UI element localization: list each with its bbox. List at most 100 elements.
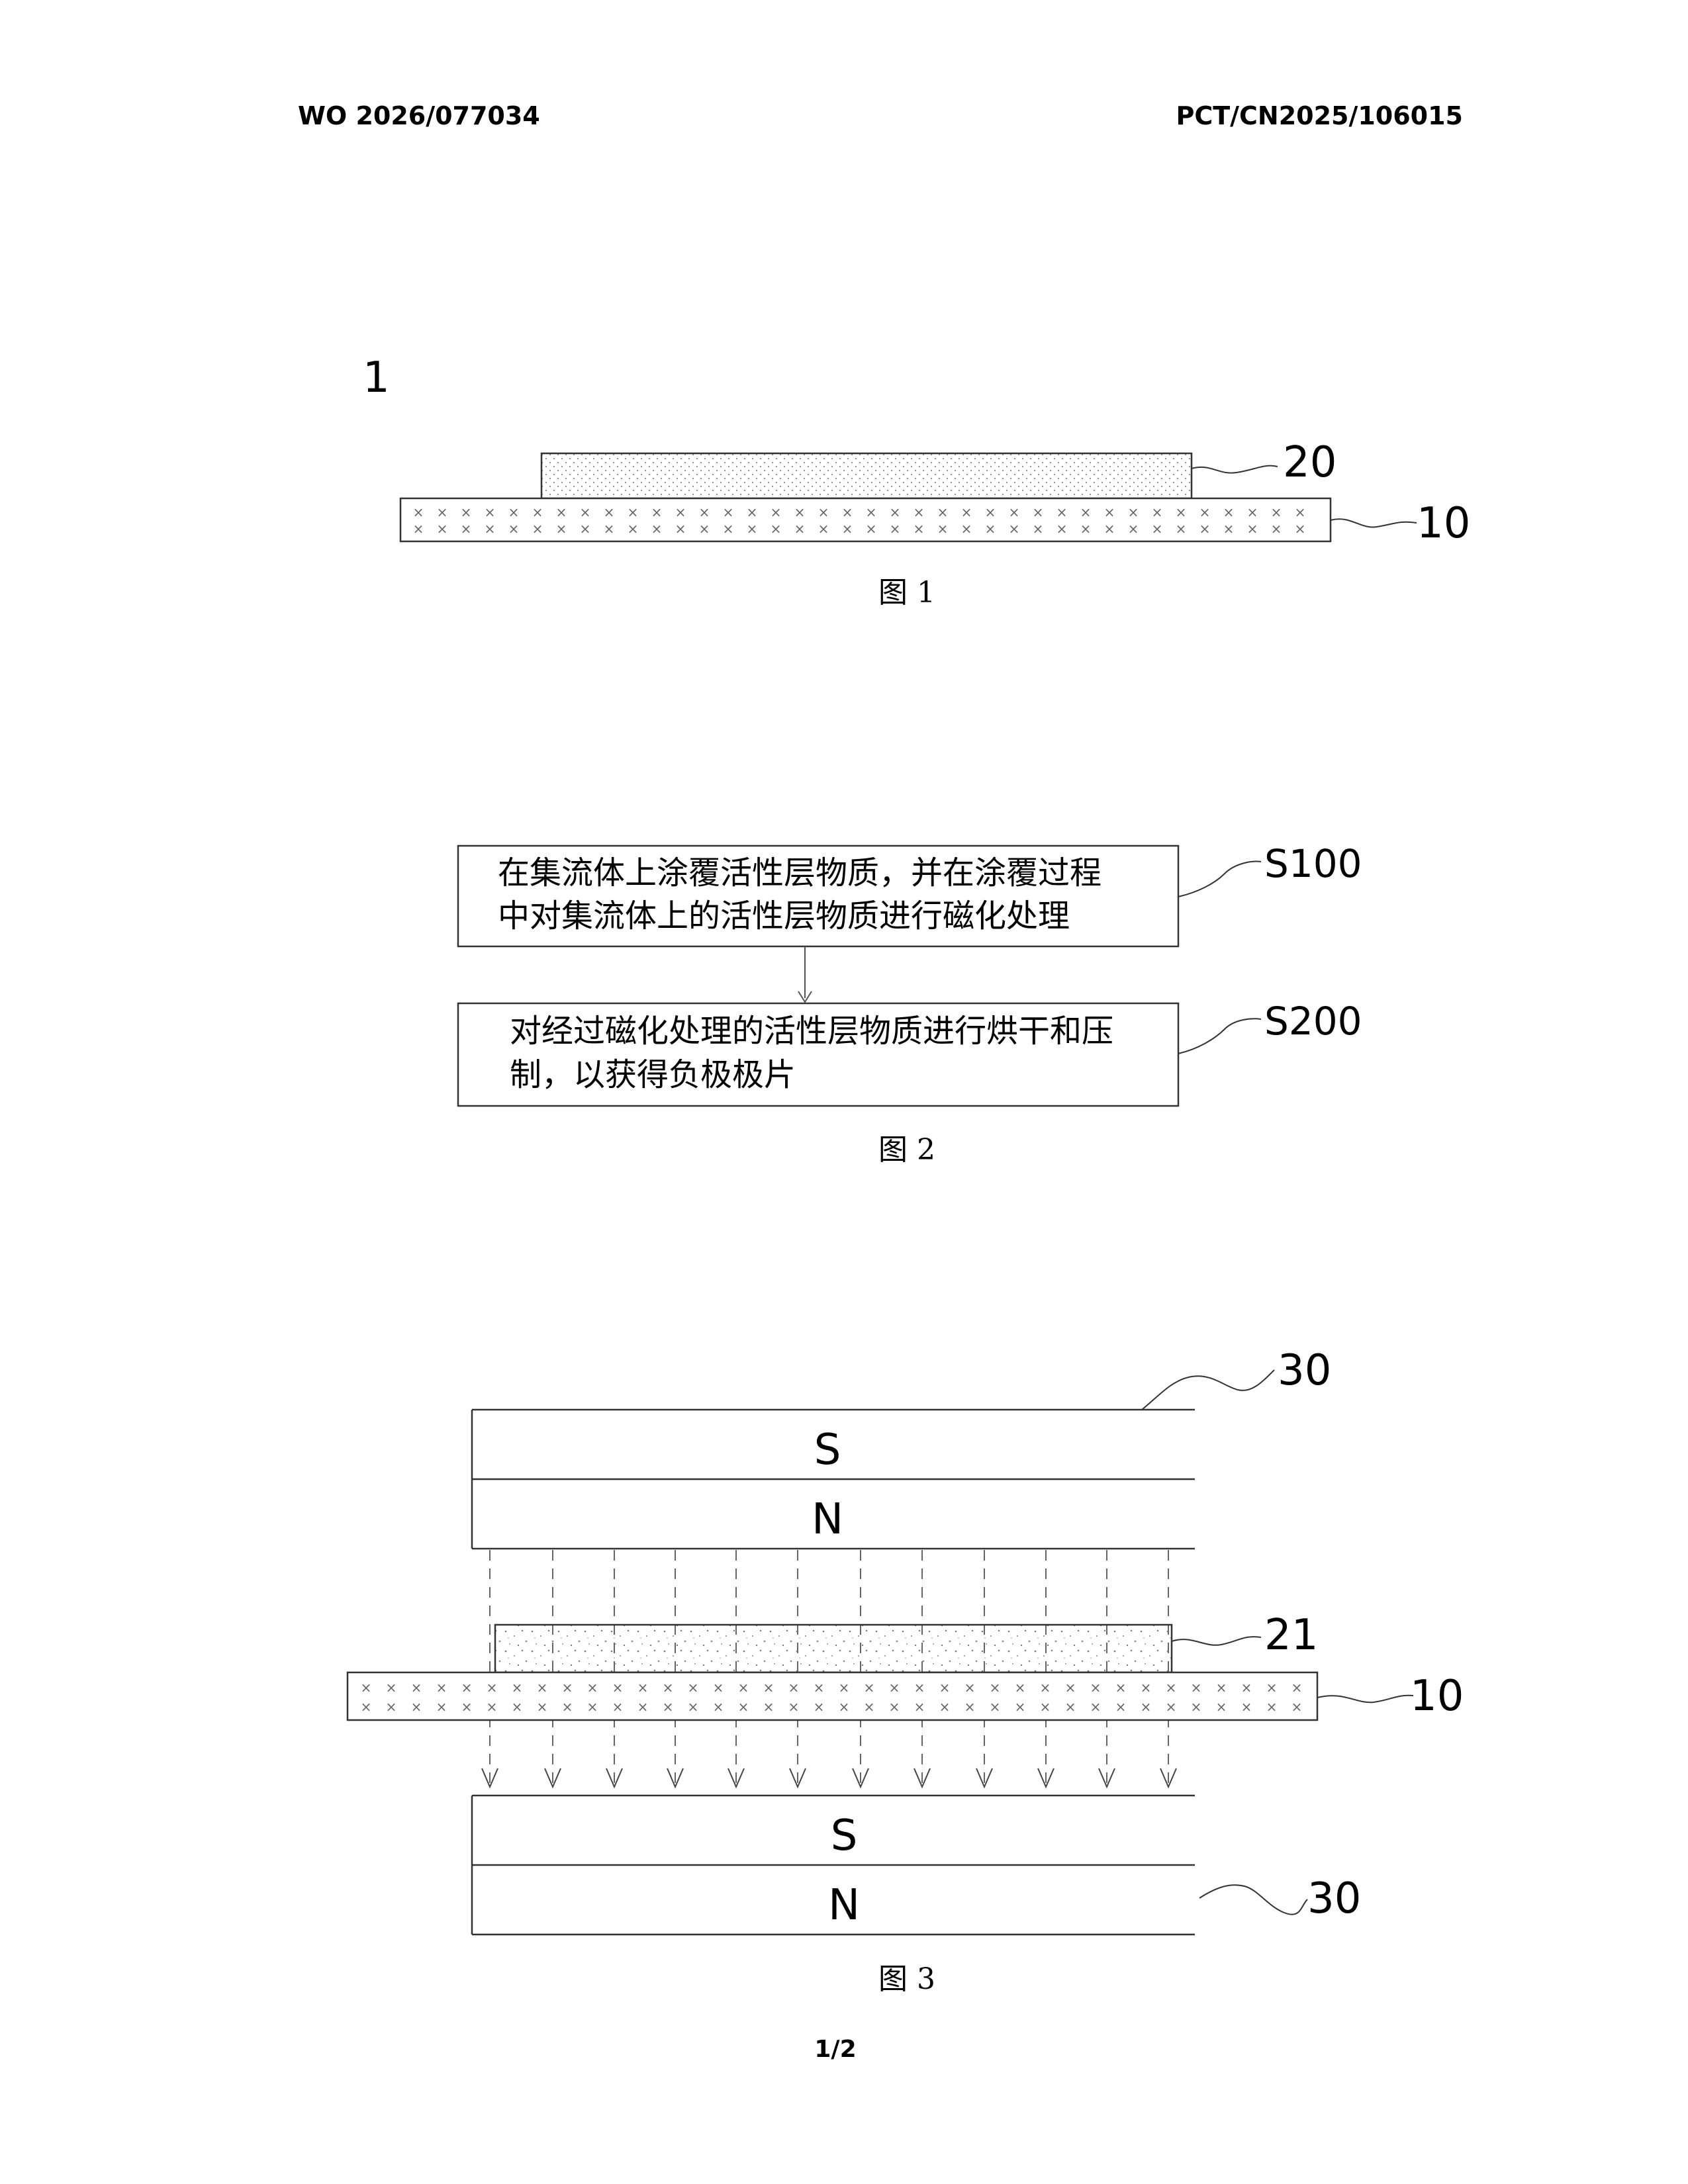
hatch-mark: × (663, 1680, 674, 1696)
hatch-mark: × (866, 504, 877, 520)
top-magnet-ref-label: 30 (1278, 1346, 1331, 1395)
hatch-mark: × (556, 521, 567, 537)
hatch-mark: × (1166, 1680, 1177, 1696)
hatch-mark: × (818, 504, 829, 520)
hatch-mark: × (1009, 504, 1020, 520)
hatch-mark: × (1104, 504, 1115, 520)
hatch-mark: × (1009, 521, 1020, 537)
hatch-mark: × (675, 521, 686, 537)
hatch-mark: × (713, 1680, 724, 1696)
hatch-mark: × (814, 1699, 825, 1715)
top-magnet-pole-n: N (812, 1495, 843, 1544)
hatch-mark: × (1247, 521, 1258, 537)
hatch-mark: × (1015, 1680, 1026, 1696)
collector-ref-label: 10 (1417, 499, 1470, 548)
hatch-mark: × (814, 1680, 825, 1696)
hatch-mark: × (1015, 1699, 1026, 1715)
hatch-mark: × (587, 1680, 598, 1696)
step-s100-id: S100 (1264, 841, 1362, 886)
top-magnet: S N (472, 1410, 1195, 1549)
hatch-mark: × (961, 504, 972, 520)
hatch-mark: × (413, 504, 424, 520)
hatch-mark: × (1241, 1680, 1252, 1696)
hatch-mark: × (651, 504, 663, 520)
hatch-mark: × (1104, 521, 1115, 537)
hatch-mark: × (937, 504, 949, 520)
hatch-mark: × (537, 1680, 548, 1696)
hatch-mark: × (939, 1699, 951, 1715)
hatch-mark: × (1199, 504, 1211, 520)
hatch-mark: × (1152, 521, 1163, 537)
hatch-mark: × (1223, 521, 1235, 537)
hatch-mark: × (411, 1680, 422, 1696)
hatch-mark: × (1128, 521, 1139, 537)
hatch-mark: × (637, 1699, 649, 1715)
hatch-mark: × (1199, 521, 1211, 537)
hatch-mark: × (985, 521, 996, 537)
figure-3-caption: 图 3 (878, 1962, 935, 1996)
hatch-mark: × (939, 1680, 951, 1696)
hatch-mark: × (537, 1699, 548, 1715)
collector-fig3-leader (1317, 1696, 1413, 1703)
step-s200-leader (1178, 1019, 1261, 1054)
hatch-mark: × (512, 1699, 523, 1715)
hatch-mark: × (587, 1699, 598, 1715)
hatch-mark: × (914, 1699, 925, 1715)
step-s200-line-1: 对经过磁化处理的活性层物质进行烘干和压 (510, 1013, 1113, 1050)
publication-number: WO 2026/077034 (298, 101, 540, 130)
figure-2-caption: 图 2 (878, 1133, 935, 1167)
hatch-mark: × (985, 504, 996, 520)
hatch-mark: × (1247, 504, 1258, 520)
hatch-mark: × (747, 521, 758, 537)
hatch-mark: × (1056, 521, 1068, 537)
hatch-mark: × (1241, 1699, 1252, 1715)
hatch-mark: × (763, 1680, 774, 1696)
hatch-mark: × (842, 521, 853, 537)
hatch-mark: × (580, 504, 591, 520)
hatch-mark: × (1166, 1699, 1177, 1715)
bottom-magnet-ref-label: 30 (1307, 1874, 1361, 1923)
hatch-mark: × (889, 1699, 900, 1715)
layer-21-ref-label: 21 (1264, 1611, 1318, 1660)
hatch-mark: × (1176, 504, 1187, 520)
step-s100-leader (1178, 862, 1261, 897)
hatch-mark: × (1065, 1699, 1076, 1715)
hatch-mark: × (487, 1680, 498, 1696)
hatch-mark: × (964, 1680, 976, 1696)
bottom-magnet-pole-s: S (831, 1811, 858, 1860)
hatch-mark: × (461, 504, 472, 520)
hatch-mark: × (713, 1699, 724, 1715)
hatch-mark: × (436, 1699, 447, 1715)
hatch-mark: × (1090, 1680, 1102, 1696)
hatch-mark: × (1223, 504, 1235, 520)
top-magnet-leader (1142, 1370, 1274, 1410)
hatch-mark: × (914, 521, 925, 537)
hatch-mark: × (532, 504, 543, 520)
hatch-mark: × (1266, 1699, 1278, 1715)
hatch-mark: × (1271, 504, 1282, 520)
top-magnet-pole-s: S (814, 1426, 841, 1475)
hatch-mark: × (437, 504, 448, 520)
hatch-mark: × (508, 521, 520, 537)
hatch-mark: × (1033, 521, 1044, 537)
hatch-mark: × (699, 521, 710, 537)
hatch-mark: × (990, 1699, 1001, 1715)
assembly-ref-label: 1 (363, 353, 390, 402)
hatch-mark: × (1291, 1699, 1303, 1715)
hatch-mark: × (771, 504, 782, 520)
hatch-mark: × (436, 1680, 447, 1696)
hatch-mark: × (612, 1699, 624, 1715)
hatch-mark: × (1065, 1680, 1076, 1696)
step-s200-id: S200 (1264, 999, 1362, 1044)
hatch-mark: × (961, 521, 972, 537)
hatch-mark: × (1216, 1680, 1227, 1696)
hatch-mark: × (386, 1680, 397, 1696)
hatch-mark: × (604, 504, 615, 520)
hatch-mark: × (1291, 1680, 1303, 1696)
hatch-mark: × (413, 521, 424, 537)
hatch-mark: × (842, 504, 853, 520)
hatch-mark: × (411, 1699, 422, 1715)
hatch-mark: × (532, 521, 543, 537)
active-layer-leader (1192, 466, 1278, 473)
hatch-mark: × (1056, 504, 1068, 520)
